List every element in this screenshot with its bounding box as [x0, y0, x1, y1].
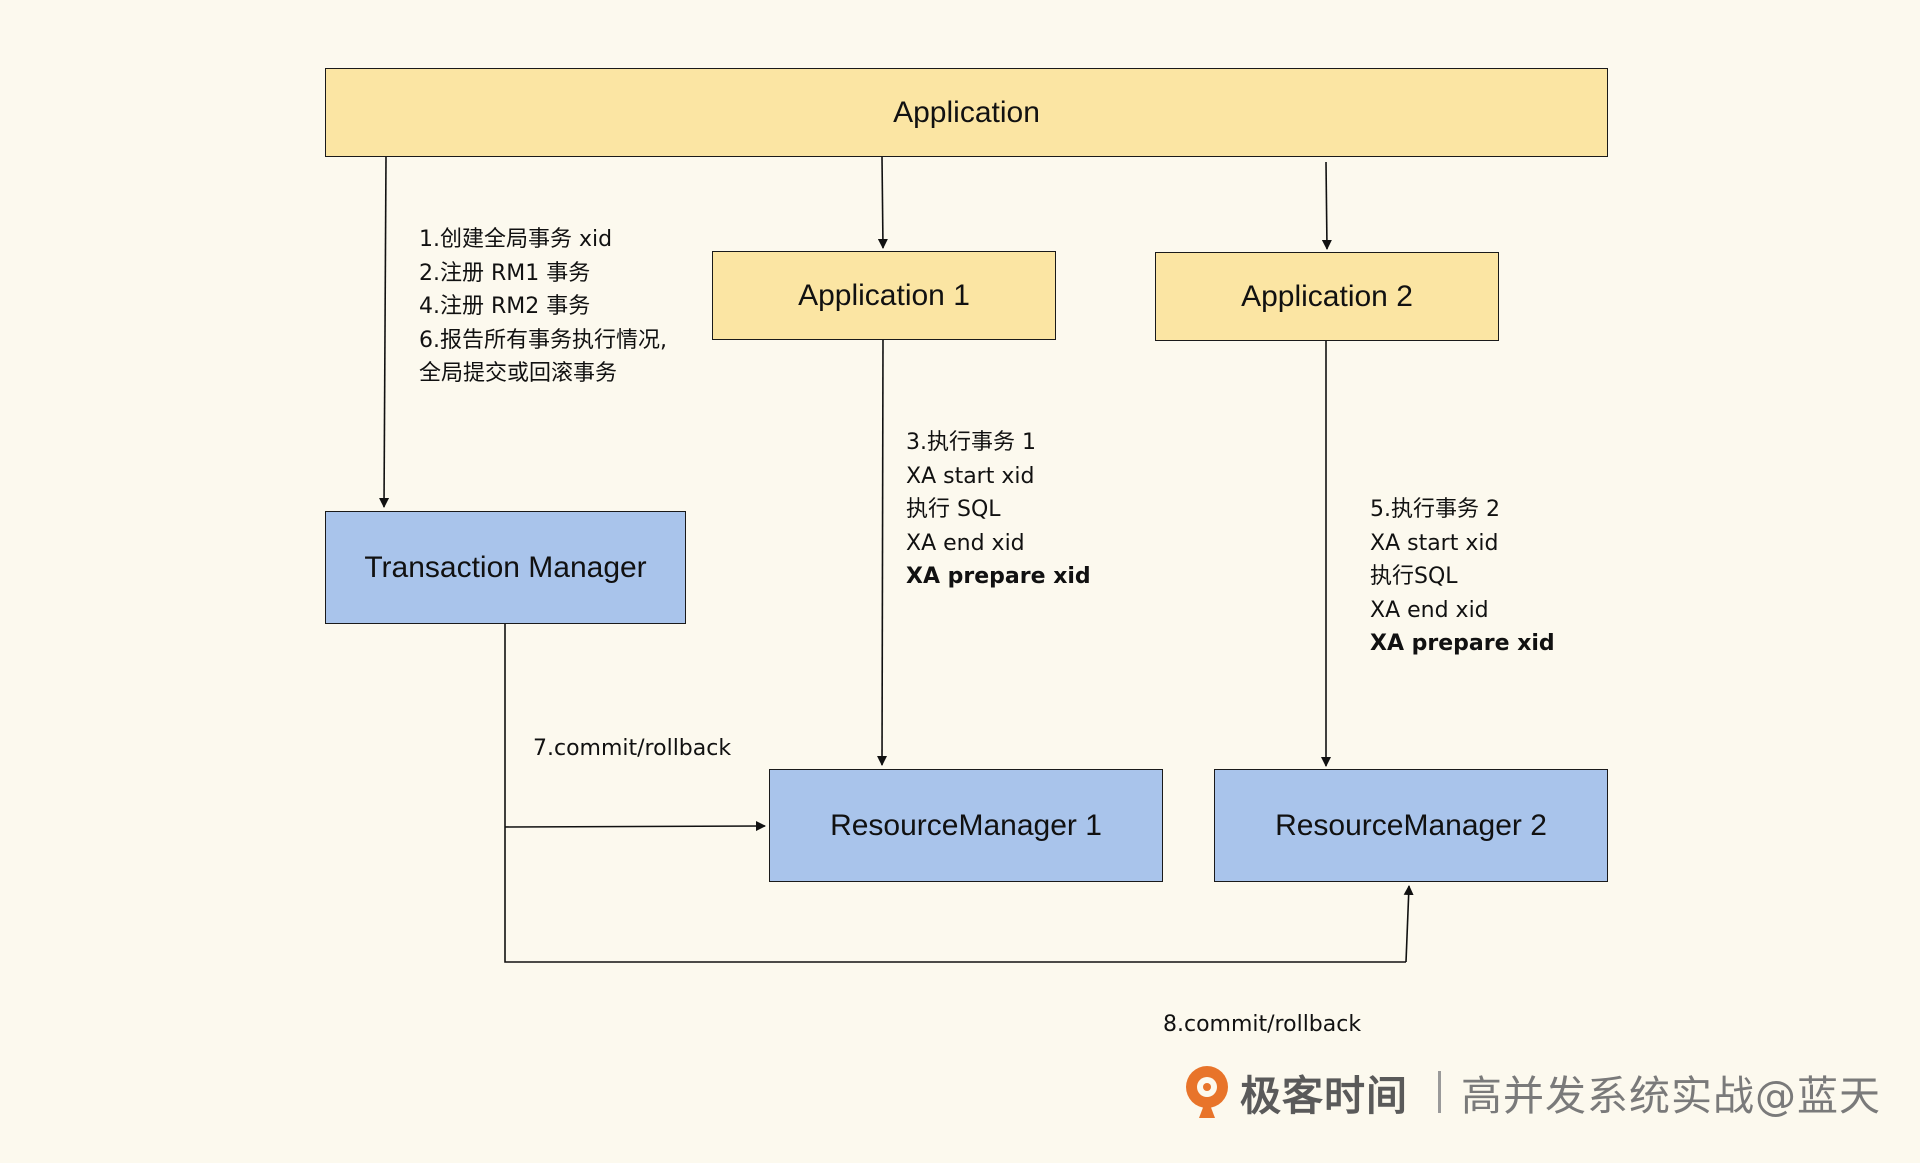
footer-separator: [1438, 1071, 1441, 1113]
app1-step-end: XA end xid: [906, 530, 1025, 556]
application-2-label: Application 2: [1241, 279, 1413, 313]
app2-step-prepare: XA prepare xid: [1370, 631, 1555, 657]
arrow-app1-to-rm1: [877, 339, 888, 766]
application-1-box: Application 1: [712, 251, 1056, 340]
transaction-manager-box: Transaction Manager: [325, 511, 686, 624]
resource-manager-2-label: ResourceManager 2: [1275, 808, 1547, 842]
transaction-manager-label: Transaction Manager: [364, 550, 647, 584]
tm-steps-note: 1.创建全局事务 xid 2.注册 RM1 事务 4.注册 RM2 事务 6.报…: [419, 223, 667, 391]
arrow-application-to-tm: [379, 156, 390, 508]
commit-rollback-7-label: 7.commit/rollback: [533, 736, 732, 761]
geekbang-logo-icon: [1186, 1066, 1228, 1118]
footer-series: 高并发系统实战@蓝天: [1461, 1072, 1881, 1120]
resource-manager-1-label: ResourceManager 1: [830, 808, 1102, 842]
app2-step-sql: 执行SQL: [1370, 564, 1458, 590]
commit-rollback-8-label: 8.commit/rollback: [1163, 1012, 1362, 1037]
footer-watermark: 极客时间 高并发系统实战@蓝天: [1180, 1062, 1881, 1122]
app2-step-start: XA start xid: [1370, 530, 1499, 556]
app2-step-title: 5.执行事务 2: [1370, 497, 1500, 522]
application-label: Application: [893, 95, 1040, 129]
arrow-application-to-app2: [1321, 161, 1332, 250]
tm-step-2: 2.注册 RM1 事务: [419, 260, 591, 286]
application-box: Application: [325, 68, 1608, 157]
arrow-tm-to-rm1: [504, 821, 766, 832]
tm-step-4: 4.注册 RM2 事务: [419, 294, 591, 320]
application-2-box: Application 2: [1155, 252, 1499, 341]
app2-step-end: XA end xid: [1370, 597, 1489, 623]
tm-step-1: 1.创建全局事务 xid: [419, 227, 613, 252]
application-1-label: Application 1: [798, 278, 970, 312]
resource-manager-2-box: ResourceManager 2: [1214, 769, 1608, 882]
arrow-application-to-app1: [877, 156, 888, 249]
app1-step-sql: 执行 SQL: [906, 497, 1001, 523]
arrow-tm-to-rm2: [1403, 885, 1414, 963]
footer-brand: 极客时间: [1240, 1072, 1408, 1120]
app1-step-prepare: XA prepare xid: [906, 564, 1091, 590]
app1-step-start: XA start xid: [906, 463, 1035, 489]
tm-step-6: 6.报告所有事务执行情况,: [419, 327, 667, 353]
app2-steps-note: 5.执行事务 2 XA start xid 执行SQL XA end xid X…: [1370, 493, 1555, 661]
resource-manager-1-box: ResourceManager 1: [769, 769, 1163, 882]
tm-step-6-cont: 全局提交或回滚事务: [419, 361, 618, 387]
app1-steps-note: 3.执行事务 1 XA start xid 执行 SQL XA end xid …: [906, 426, 1091, 594]
line-tm-down: [504, 624, 1406, 963]
app1-step-title: 3.执行事务 1: [906, 430, 1036, 455]
